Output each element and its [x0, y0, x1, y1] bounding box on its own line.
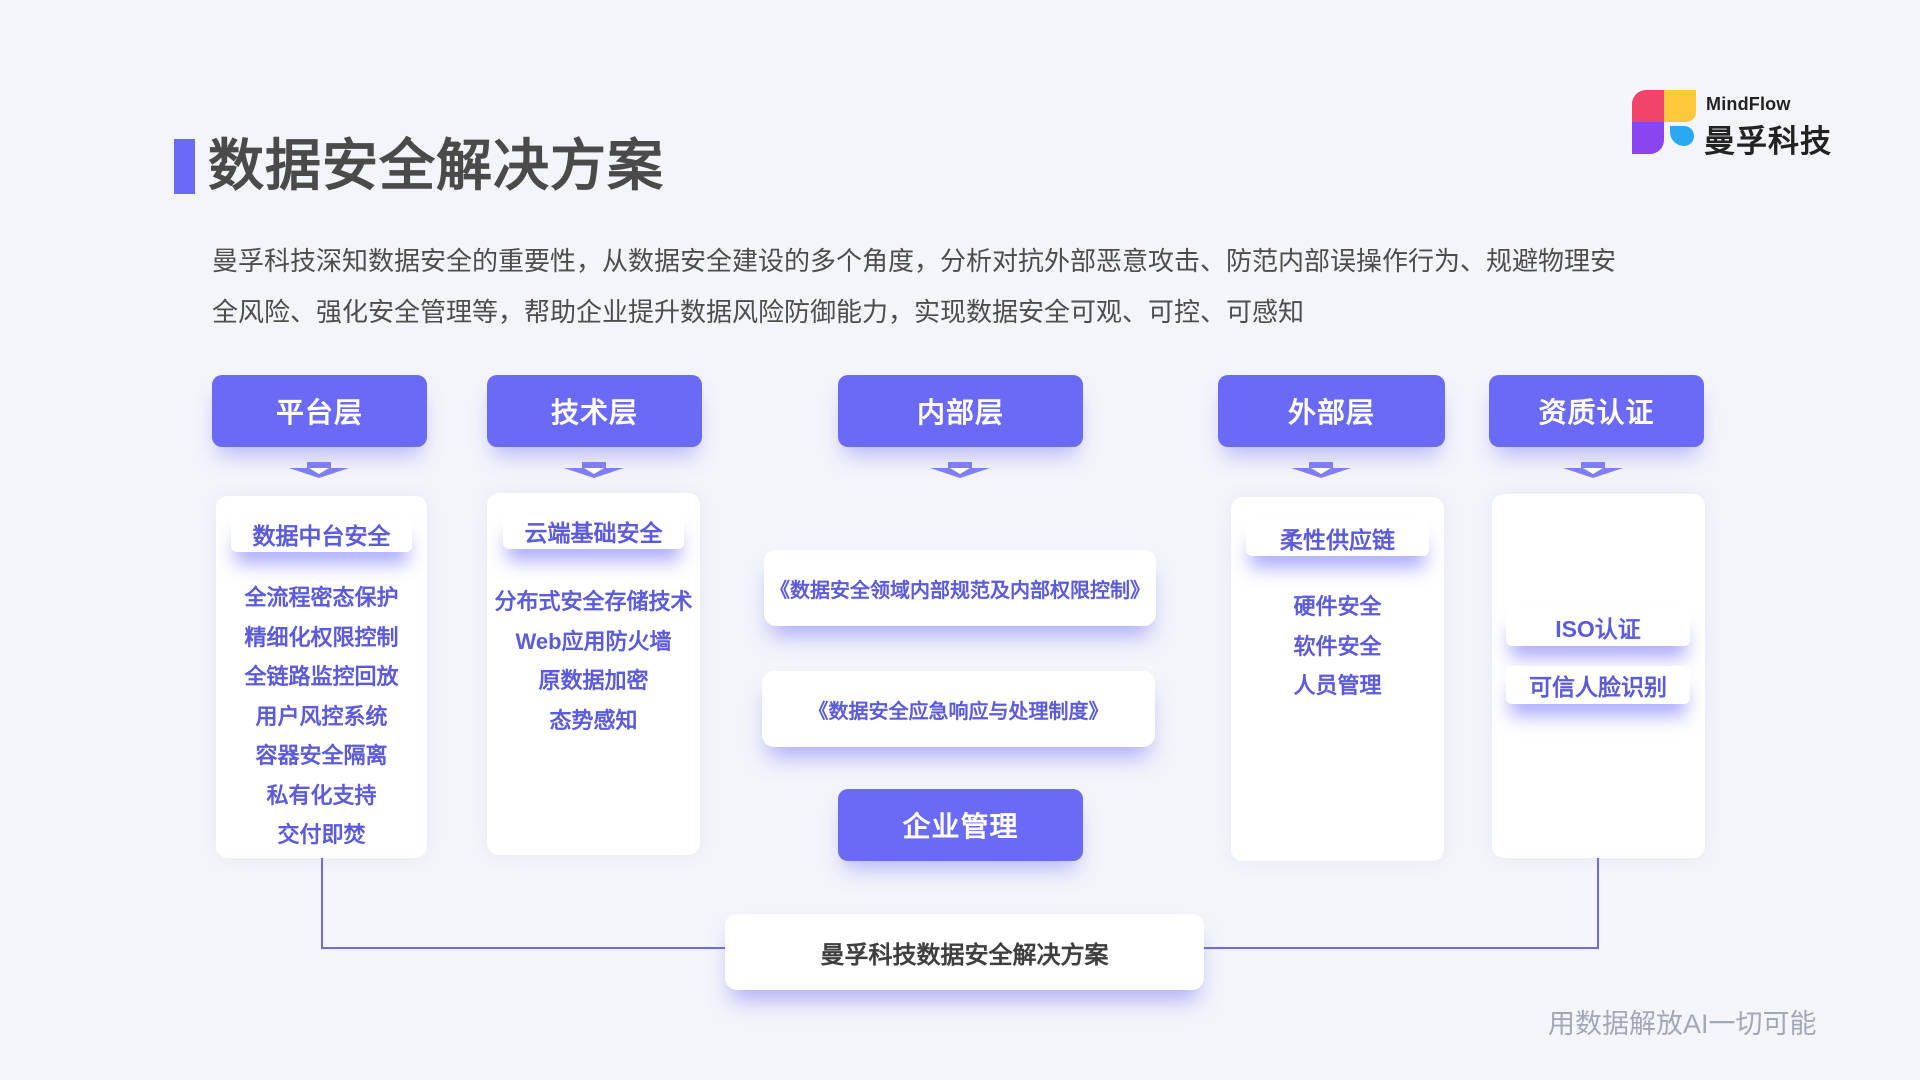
- brand-name-en: MindFlow: [1706, 94, 1791, 114]
- list-item: 软件安全: [1293, 633, 1382, 659]
- doc-emergency-response: 《数据安全应急响应与处理制度》: [762, 671, 1155, 747]
- down-arrow-icon: [564, 462, 624, 478]
- list-item: 全流程密态保护: [244, 585, 399, 610]
- pill-cloud-security: 云端基础安全: [503, 513, 684, 549]
- list-item: 人员管理: [1293, 673, 1382, 698]
- down-arrow-icon: [1291, 462, 1351, 478]
- down-arrow-icon: [930, 462, 990, 478]
- header-internal-layer: 内部层: [838, 375, 1083, 447]
- list-item: 全链路监控回放: [244, 664, 399, 689]
- slogan: 用数据解放AI一切可能: [1548, 1009, 1817, 1039]
- brand-logo: MindFlow 曼孚科技: [1632, 90, 1842, 159]
- pill-face-recognition: 可信人脸识别: [1506, 666, 1690, 704]
- page-title: 数据安全解决方案: [208, 134, 664, 197]
- connector-line-left-h: [321, 947, 727, 949]
- brand-name-cn: 曼孚科技: [1704, 124, 1832, 159]
- mindflow-logo-icon: [1632, 90, 1696, 154]
- enterprise-management-button: 企业管理: [838, 789, 1083, 861]
- connector-line-right: [1597, 858, 1599, 949]
- list-item: 精细化权限控制: [244, 624, 399, 650]
- list-item: 私有化支持: [266, 782, 377, 808]
- list-item: 分布式安全存储技术: [494, 589, 693, 614]
- pill-data-platform-security: 数据中台安全: [231, 516, 412, 552]
- platform-layer-card: 数据中台安全 全流程密态保护 精细化权限控制 全链路监控回放 用户风控系统 容器…: [216, 496, 427, 858]
- page-description: 曼孚科技深知数据安全的重要性，从数据安全建设的多个角度，分析对抗外部恶意攻击、防…: [212, 246, 1617, 327]
- solution-summary-box: 曼孚科技数据安全解决方案: [725, 914, 1204, 990]
- certification-card: ISO认证 可信人脸识别: [1492, 494, 1705, 858]
- list-item: 硬件安全: [1293, 594, 1382, 619]
- list-item: Web应用防火墙: [515, 628, 672, 654]
- title-accent-bar: [174, 139, 195, 194]
- list-item: 原数据加密: [538, 668, 649, 693]
- list-item: 交付即焚: [277, 822, 366, 847]
- header-external-layer: 外部层: [1218, 375, 1445, 447]
- header-certification: 资质认证: [1489, 375, 1704, 447]
- list-item: 用户风控系统: [255, 703, 388, 729]
- pill-iso-certification: ISO认证: [1506, 608, 1690, 646]
- doc-internal-regulation: 《数据安全领域内部规范及内部权限控制》: [764, 550, 1156, 626]
- external-layer-card: 柔性供应链 硬件安全 软件安全 人员管理: [1231, 497, 1444, 861]
- pill-flexible-supply-chain: 柔性供应链: [1246, 520, 1429, 556]
- list-item: 容器安全隔离: [255, 743, 388, 768]
- connector-line-right-h: [1204, 947, 1599, 949]
- external-items: 硬件安全 软件安全 人员管理: [1231, 587, 1444, 706]
- tech-layer-card: 云端基础安全 分布式安全存储技术 Web应用防火墙 原数据加密 态势感知: [487, 493, 700, 855]
- tech-items: 分布式安全存储技术 Web应用防火墙 原数据加密 态势感知: [487, 582, 700, 740]
- list-item: 态势感知: [549, 707, 638, 733]
- header-tech-layer: 技术层: [487, 375, 702, 447]
- header-platform-layer: 平台层: [212, 375, 427, 447]
- connector-line-left: [321, 858, 323, 949]
- down-arrow-icon: [289, 462, 349, 478]
- down-arrow-icon: [1563, 462, 1623, 478]
- platform-items: 全流程密态保护 精细化权限控制 全链路监控回放 用户风控系统 容器安全隔离 私有…: [216, 578, 427, 855]
